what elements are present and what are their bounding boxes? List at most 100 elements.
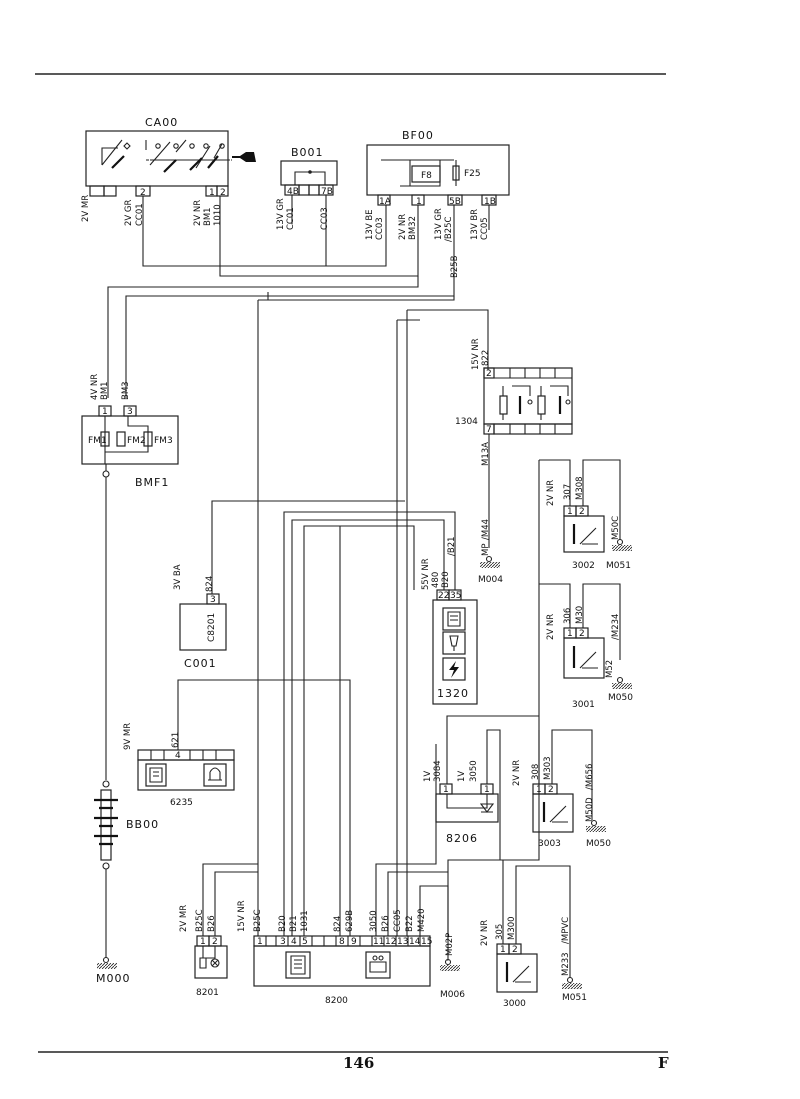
- wire-m233: M233: [561, 952, 571, 976]
- fuse-fm3: FM3: [154, 436, 173, 446]
- wire-3084: 3084: [433, 760, 443, 782]
- c8206-connector-a: 1V: [423, 771, 433, 782]
- component-3003: 1 2 3003: [532, 729, 593, 849]
- c3003-label: 3003: [538, 839, 561, 849]
- wire-b21-8200: B21: [289, 915, 299, 932]
- wire-b21: /B21: [447, 536, 457, 556]
- ca00-right-connector: 2V NR: [193, 200, 203, 226]
- b001-pin-4b: 4B: [287, 187, 299, 197]
- c3002-label: 3002: [572, 561, 595, 571]
- wire-m50c: M50C: [611, 516, 621, 540]
- c8201-label: 8201: [196, 988, 219, 998]
- c3003-pin-2: 2: [548, 785, 554, 795]
- c8206-connector-b: 1V: [457, 771, 467, 782]
- wire-b20: B20: [441, 571, 451, 588]
- bmf1-label: BMF1: [135, 476, 169, 489]
- wire-mpvc: /MPVC: [561, 917, 571, 944]
- wire-m30: M30: [575, 606, 585, 624]
- ground-m051b: M051: [562, 993, 587, 1003]
- bb00-label: BB00: [126, 818, 159, 831]
- wire-b20-8200: B20: [278, 915, 288, 932]
- c8201-connector: 2V MR: [179, 905, 189, 932]
- c8200-label: 8200: [325, 996, 348, 1006]
- wire-cc05: CC05: [480, 217, 490, 240]
- wire-bm1: BM1: [100, 381, 110, 400]
- wire-cc03: CC03: [320, 207, 330, 230]
- wire-3050-8200: 3050: [369, 910, 379, 932]
- c1304-connector: 15V NR: [471, 338, 481, 370]
- wire-m234: /M234: [611, 614, 621, 640]
- ground-m004: M004: [478, 575, 503, 585]
- right-bus-line: [538, 459, 571, 710]
- c8200-pin-3: 3: [280, 937, 286, 947]
- c3000-connector: 2V NR: [480, 920, 490, 946]
- c8200-pin-12: 12: [385, 937, 396, 947]
- bf00-connector-1: 13V BE: [365, 209, 375, 240]
- component-ca00: CA00 2 1 2: [85, 116, 256, 198]
- c8201-pin-1: 1: [200, 937, 206, 947]
- component-8206: 1 1 8206: [435, 710, 540, 936]
- ca00-left-connector: 2V MR: [81, 195, 91, 222]
- wire-mp: MP: [481, 544, 491, 556]
- ground-m050b: M050: [586, 839, 611, 849]
- c3003-pin-1: 1: [536, 785, 542, 795]
- component-8201: 1 2 8201: [194, 863, 258, 998]
- wire-b22: B22: [405, 915, 415, 932]
- ca00-pin-a: 2: [140, 188, 146, 198]
- fuse-fm1: FM1: [88, 436, 107, 446]
- wire-824-8200: 824: [333, 916, 343, 932]
- component-bmf1: 1 3 FM1 FM2 FM3 BMF1: [81, 405, 179, 489]
- ca00-mid-connector: 2V GR: [124, 199, 134, 226]
- c8200-pin-13: 13: [397, 937, 408, 947]
- component-c001: 3 C8201 C001: [179, 500, 405, 670]
- c1320-label: 1320: [437, 687, 469, 700]
- c8200-pin-5: 5: [302, 937, 308, 947]
- c6235-pin-4: 4: [175, 751, 181, 761]
- wire-305: 305: [495, 924, 505, 940]
- ca00-pin-c: 2: [220, 188, 226, 198]
- wire-1010: 1010: [213, 204, 223, 226]
- c3001-pin-2: 2: [579, 629, 585, 639]
- c1320-pin-35: 35: [450, 591, 461, 601]
- wire-bm1a: BM1: [203, 207, 213, 226]
- component-1304: 2 7 1304: [455, 367, 573, 435]
- bf00-pin-1a: 1A: [379, 197, 392, 207]
- b001-label: B001: [291, 146, 324, 159]
- wire-m300: M300: [507, 916, 517, 940]
- bf00-pin-1: 1: [416, 197, 422, 207]
- wire-cc03b: CC03: [375, 217, 385, 240]
- wire-822: 822: [481, 350, 491, 366]
- wire-b26: B26: [207, 915, 217, 932]
- component-3002: 1 2 3002: [563, 459, 621, 571]
- c1304-label: 1304: [455, 417, 478, 427]
- component-6235: 4 6235: [137, 679, 351, 936]
- wire-308: 308: [531, 764, 541, 780]
- ca00-pin-b: 1: [209, 188, 215, 198]
- fuse-fm2: FM2: [127, 436, 146, 446]
- c3000-pin-2: 2: [512, 945, 518, 955]
- c6235-connector: 9V MR: [123, 723, 133, 750]
- c3001-label: 3001: [572, 700, 595, 710]
- wire-m02p: M02P: [445, 933, 455, 956]
- c8200-pin-4: 4: [291, 937, 297, 947]
- c001-pin-3: 3: [210, 595, 216, 605]
- c6235-label: 6235: [170, 798, 193, 808]
- wire-480: 480: [431, 572, 441, 588]
- page-number: 146: [343, 1054, 374, 1072]
- ca00-label: CA00: [145, 116, 178, 129]
- wire-cc01: CC01: [135, 203, 145, 226]
- b001-pin-7b: 7B: [321, 187, 333, 197]
- wire-m308: M308: [575, 476, 585, 500]
- c3000-pin-1: 1: [500, 945, 506, 955]
- wire-b25b: B25B: [450, 255, 460, 278]
- wire-b25c: /B25C: [444, 216, 454, 242]
- component-bf00: BF00 F8 F25 1A 1 5B 1B: [366, 129, 510, 207]
- c3002-pin-1: 1: [567, 507, 573, 517]
- wire-bm32: BM32: [408, 216, 418, 240]
- bmf1-pin-1: 1: [102, 407, 108, 417]
- component-8200: 1 3 4 5 8 9 11 12 13 14 15 8200: [253, 525, 449, 1006]
- wire-m656: /M656: [585, 764, 595, 790]
- wire-824: 824: [205, 576, 215, 592]
- wire-m13a: M13A: [481, 442, 491, 466]
- c001-label: C001: [184, 657, 217, 670]
